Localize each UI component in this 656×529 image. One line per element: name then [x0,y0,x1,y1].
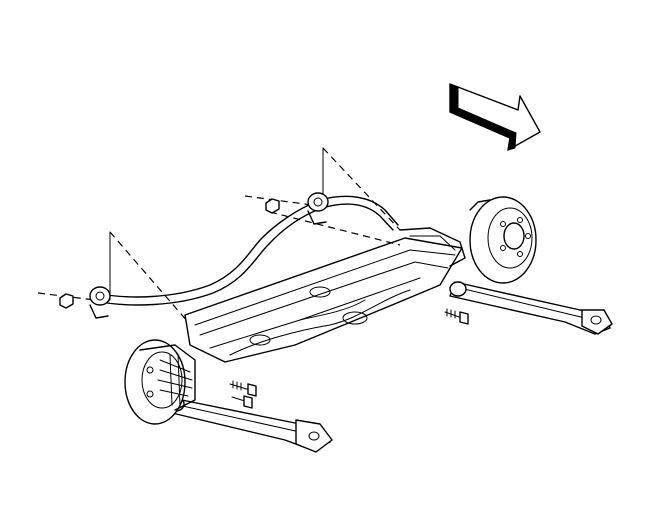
mounting-bolt-lower [231,395,253,409]
brake-rotor-left [124,339,196,425]
stabilizer-bushing-right [307,192,329,225]
stabilizer-bushing-left [89,286,111,319]
mounting-bolt-upper [444,308,469,325]
stabilizer-bar [94,195,399,306]
crossmember [184,227,466,363]
mounting-nut-right [265,198,280,214]
mounting-nut-left [59,293,74,309]
mounting-bolt-center [229,380,257,397]
brake-rotor-right [469,196,537,284]
trailing-arm-right [449,281,613,335]
front-direction-arrow-icon [449,83,541,151]
